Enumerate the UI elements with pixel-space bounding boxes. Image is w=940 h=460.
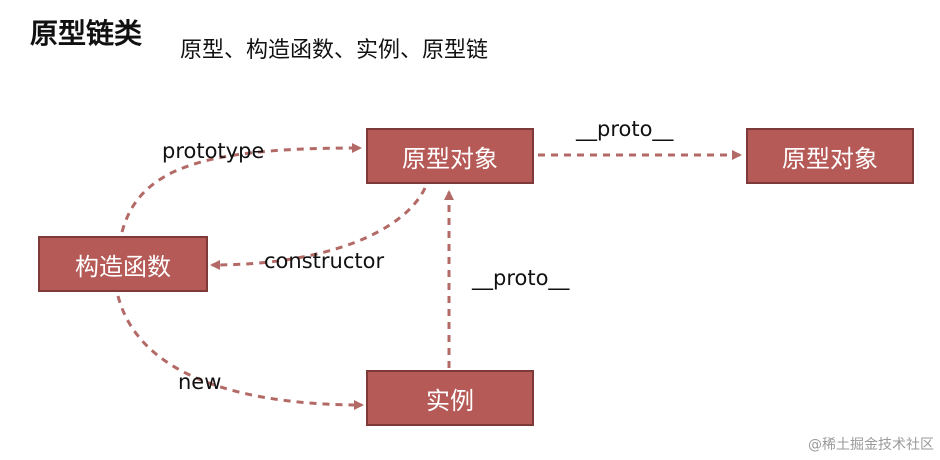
watermark-text: @稀土掘金技术社区 (808, 437, 934, 453)
node-prototype-object: 原型对象 (366, 128, 534, 184)
edge-label-new: new (178, 370, 222, 394)
edge-label-constructor: constructor (264, 249, 385, 273)
edge-label-proto-horizontal: __proto__ (576, 117, 674, 141)
node-instance: 实例 (366, 370, 534, 426)
arrow-new (116, 295, 364, 410)
node-prototype-object-parent: 原型对象 (746, 128, 914, 184)
diagram-subtitle: 原型、构造函数、实例、原型链 (180, 38, 489, 63)
arrow-constructor (210, 187, 427, 270)
edge-label-prototype: prototype (162, 139, 265, 163)
edge-label-proto-vertical: __proto__ (472, 266, 570, 290)
node-constructor-function: 构造函数 (38, 236, 208, 292)
diagram-title: 原型链类 (30, 17, 143, 50)
